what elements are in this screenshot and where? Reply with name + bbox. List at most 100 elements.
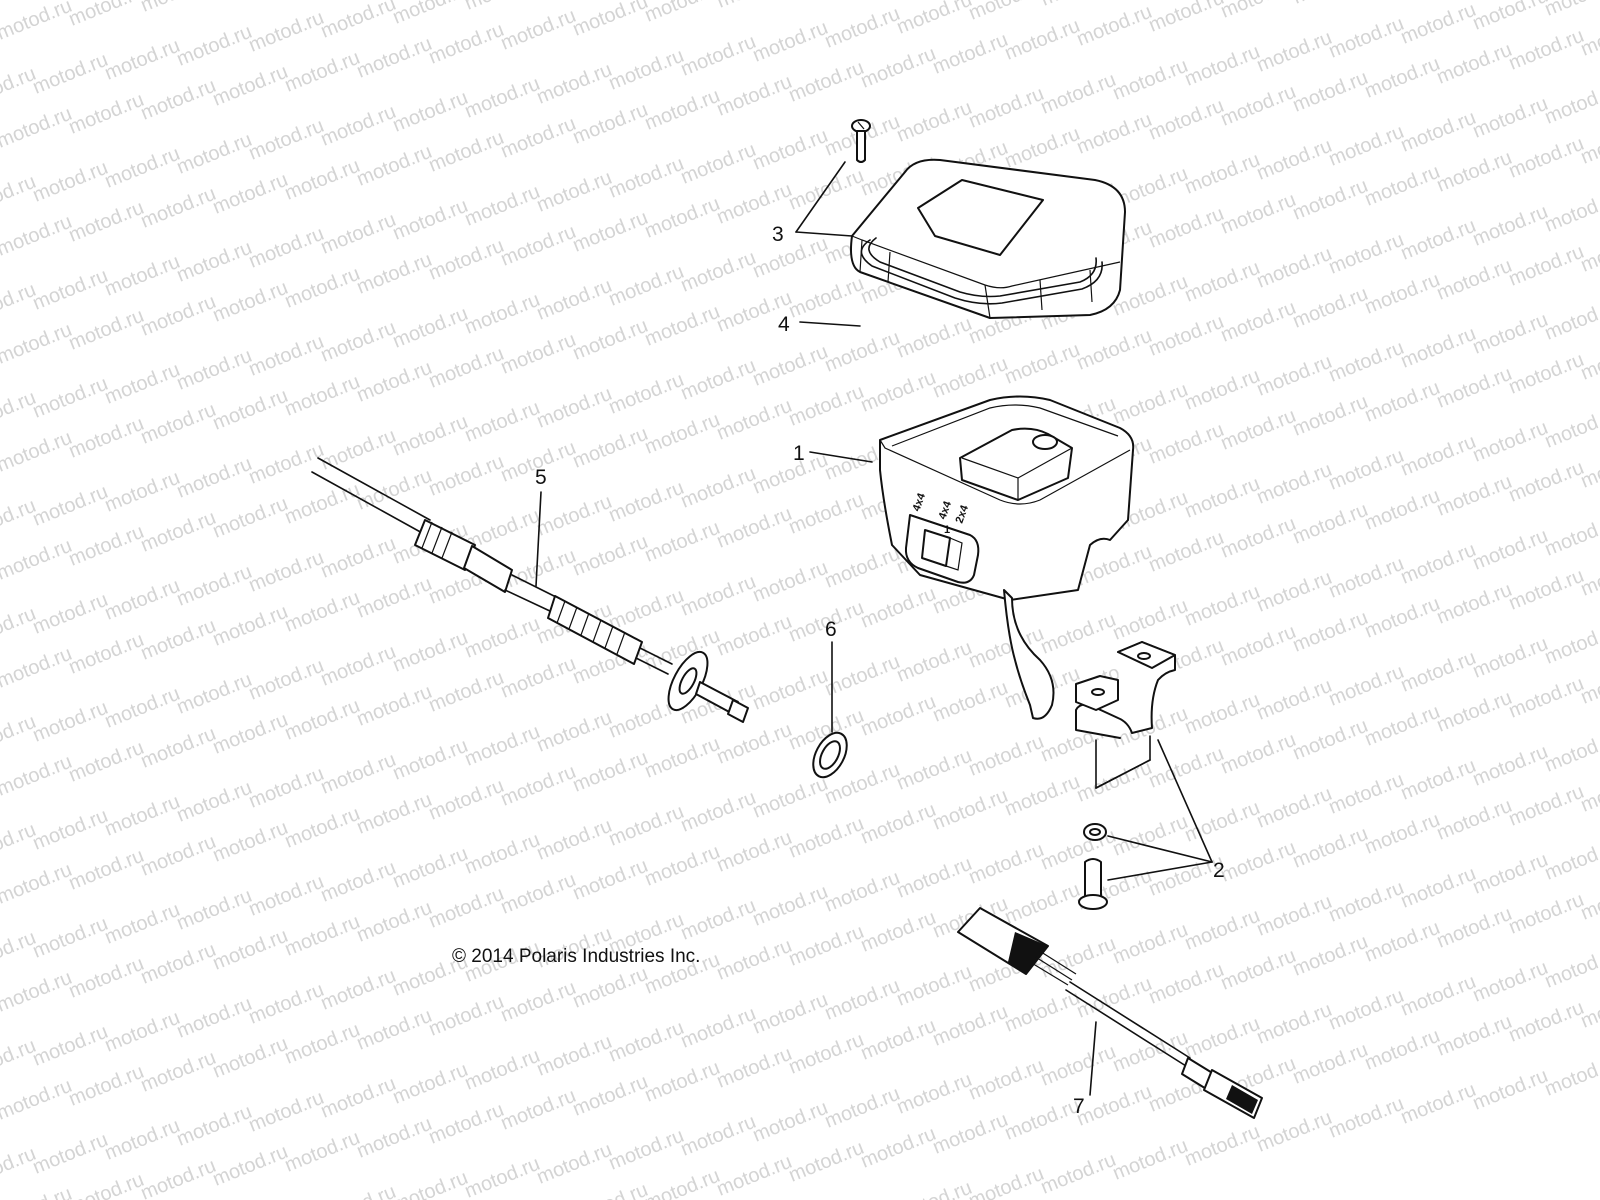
watermark-text: motod.ru xyxy=(462,613,543,663)
watermark-text: motod.ru xyxy=(0,427,75,477)
watermark-text: motod.ru xyxy=(1398,107,1479,157)
watermark-text: motod.ru xyxy=(1470,201,1551,251)
watermark-text: motod.ru xyxy=(246,115,327,165)
watermark-text: motod.ru xyxy=(678,139,759,189)
watermark-text: motod.ru xyxy=(1290,715,1371,765)
watermark-text: motod.ru xyxy=(1038,1041,1119,1091)
watermark-text: motod.ru xyxy=(606,369,687,419)
watermark-text: motod.ru xyxy=(30,697,111,747)
watermark-text: motod.ru xyxy=(1110,379,1191,429)
clamp-part-2 xyxy=(1075,641,1176,910)
watermark-text: motod.ru xyxy=(1254,567,1335,617)
watermark-text: motod.ru xyxy=(642,0,723,27)
watermark-text: motod.ru xyxy=(498,653,579,703)
watermark-text: motod.ru xyxy=(318,101,399,151)
watermark-text: motod.ru xyxy=(894,745,975,795)
watermark-text: motod.ru xyxy=(1542,943,1600,993)
watermark-text: motod.ru xyxy=(354,789,435,839)
watermark-text: motod.ru xyxy=(210,493,291,543)
watermark-text: motod.ru xyxy=(1398,755,1479,805)
watermark-text: motod.ru xyxy=(1218,513,1299,563)
watermark-text: motod.ru xyxy=(1218,837,1299,887)
oring-part-6 xyxy=(812,731,848,779)
watermark-text: motod.ru xyxy=(714,827,795,877)
watermark-text: motod.ru xyxy=(930,1109,1011,1159)
watermark-text: motod.ru xyxy=(246,331,327,381)
watermark-text: motod.ru xyxy=(750,557,831,607)
watermark-text: motod.ru xyxy=(426,991,507,1041)
watermark-text: motod.ru xyxy=(1542,79,1600,129)
watermark-text: motod.ru xyxy=(714,71,795,121)
callouts: 1 2 3 4 5 6 7 xyxy=(535,223,1225,1118)
watermark-text: motod.ru xyxy=(786,273,867,323)
watermark-text: motod.ru xyxy=(102,899,183,949)
watermark-text: motod.ru xyxy=(966,839,1047,889)
watermark-text: motod.ru xyxy=(138,399,219,449)
watermark-text: motod.ru xyxy=(930,785,1011,835)
watermark-text: motod.ru xyxy=(426,127,507,177)
watermark-text: motod.ru xyxy=(966,1055,1047,1105)
watermark-text: motod.ru xyxy=(786,1137,867,1187)
watermark-text: motod.ru xyxy=(1038,1149,1119,1199)
watermark-text: motod.ru xyxy=(1398,323,1479,373)
watermark-text: motod.ru xyxy=(1110,919,1191,969)
watermark-text: motod.ru xyxy=(102,1007,183,1057)
watermark-text: motod.ru xyxy=(1470,417,1551,467)
watermark-text: motod.ru xyxy=(1326,769,1407,819)
watermark-text: motod.ru xyxy=(858,799,939,849)
watermark-text: motod.ru xyxy=(1362,1025,1443,1075)
watermark-text: motod.ru xyxy=(750,665,831,715)
watermark-text: motod.ru xyxy=(1362,485,1443,535)
watermark-text: motod.ru xyxy=(30,1129,111,1179)
watermark-text: motod.ru xyxy=(138,183,219,233)
watermark-text: motod.ru xyxy=(1002,879,1083,929)
watermark-text: motod.ru xyxy=(138,0,219,17)
watermark-text: motod.ru xyxy=(534,167,615,217)
watermark-text: motod.ru xyxy=(858,907,939,957)
watermark-text: motod.ru xyxy=(894,853,975,903)
watermark-text: motod.ru xyxy=(390,627,471,677)
watermark-text: motod.ru xyxy=(1398,863,1479,913)
watermark-text: motod.ru xyxy=(1218,945,1299,995)
watermark-text: motod.ru xyxy=(714,719,795,769)
watermark-text: motod.ru xyxy=(30,913,111,963)
watermark-text: motod.ru xyxy=(210,709,291,759)
watermark-text: motod.ru xyxy=(318,641,399,691)
watermark-text: motod.ru xyxy=(966,731,1047,781)
watermark-text: motod.ru xyxy=(354,357,435,407)
watermark-text: motod.ru xyxy=(1254,351,1335,401)
watermark-text: motod.ru xyxy=(570,531,651,581)
watermark-text: motod.ru xyxy=(1218,0,1299,23)
watermark-text: motod.ru xyxy=(570,1071,651,1121)
watermark-text: motod.ru xyxy=(426,667,507,717)
watermark-text: motod.ru xyxy=(786,813,867,863)
watermark-text: motod.ru xyxy=(0,643,75,693)
watermark-text: motod.ru xyxy=(1038,0,1119,11)
watermark-text: motod.ru xyxy=(390,843,471,893)
watermark-text: motod.ru xyxy=(1110,595,1191,645)
watermark-text: motod.ru xyxy=(1470,1065,1551,1115)
watermark-text: motod.ru xyxy=(318,857,399,907)
copyright-notice: © 2014 Polaris Industries Inc. xyxy=(452,946,700,967)
watermark-text: motod.ru xyxy=(678,1003,759,1053)
watermark-text: motod.ru xyxy=(354,465,435,515)
watermark-text: motod.ru xyxy=(570,423,651,473)
watermark-text: motod.ru xyxy=(1542,835,1600,885)
watermark-text: motod.ru xyxy=(1398,431,1479,481)
watermark-text: motod.ru xyxy=(210,277,291,327)
watermark-text: motod.ru xyxy=(1290,1039,1371,1089)
watermark-text: motod.ru xyxy=(1326,229,1407,279)
watermark-text: motod.ru xyxy=(606,585,687,635)
watermark-text: motod.ru xyxy=(426,235,507,285)
watermark-text: motod.ru xyxy=(498,1085,579,1135)
watermark-text: motod.ru xyxy=(570,963,651,1013)
watermark-text: motod.ru xyxy=(138,615,219,665)
watermark-text: motod.ru xyxy=(390,1059,471,1109)
watermark-text: motod.ru xyxy=(930,677,1011,727)
watermark-text: motod.ru xyxy=(822,1083,903,1133)
watermark-text: motod.ru xyxy=(462,1153,543,1200)
watermark-text: motod.ru xyxy=(138,723,219,773)
watermark-text: motod.ru xyxy=(930,1001,1011,1051)
watermark-text: motod.ru xyxy=(1398,1079,1479,1129)
watermark-text: motod.ru xyxy=(858,43,939,93)
